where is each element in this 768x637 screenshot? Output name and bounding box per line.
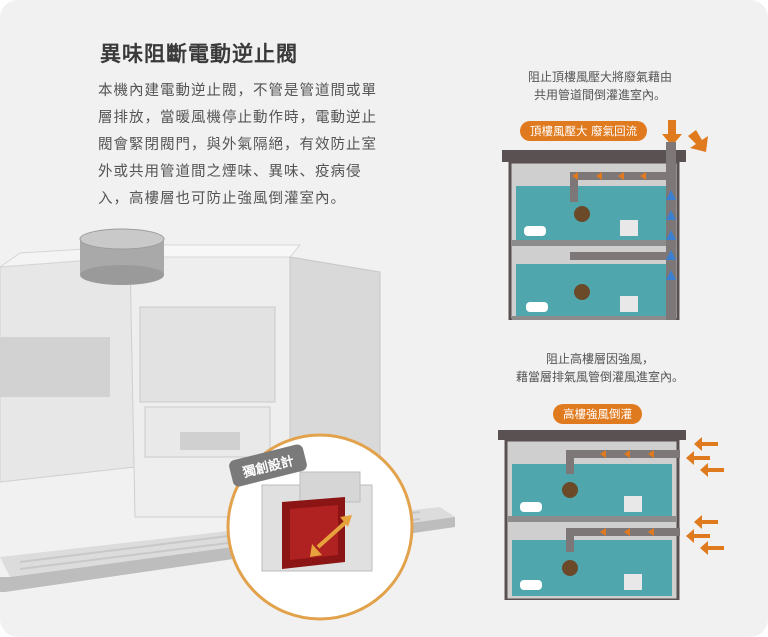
bottom-building-diagram (498, 430, 724, 600)
top-diagram-caption: 阻止頂樓風壓大將廢氣藉由 共用管道間倒灌進室內。 (500, 68, 700, 104)
bottom-caption-line-1: 阻止高樓層因強風， (545, 352, 654, 366)
bottom-caption-line-2: 藉當層排氣風管倒灌風進室內。 (515, 370, 684, 384)
page-title: 異味阻斷電動逆止閥 (100, 42, 298, 66)
bottom-diagram-tag: 高樓強風倒灌 (553, 404, 642, 424)
feature-description: 本機內建電動逆止閥，不管是管道間或單層排放，當暖風機停止動作時，電動逆止閥會緊閉… (98, 83, 377, 207)
top-diagram-tag: 頂樓風壓大 廢氣回流 (520, 121, 648, 141)
product-illustration (0, 228, 455, 621)
bottom-diagram-caption: 阻止高樓層因強風， 藉當層排氣風管倒灌風進室內。 (500, 350, 700, 386)
top-building-diagram (502, 120, 708, 320)
top-caption-line-2: 共用管道間倒灌進室內。 (533, 88, 666, 102)
top-caption-line-1: 阻止頂樓風壓大將廢氣藉由 (527, 70, 672, 84)
